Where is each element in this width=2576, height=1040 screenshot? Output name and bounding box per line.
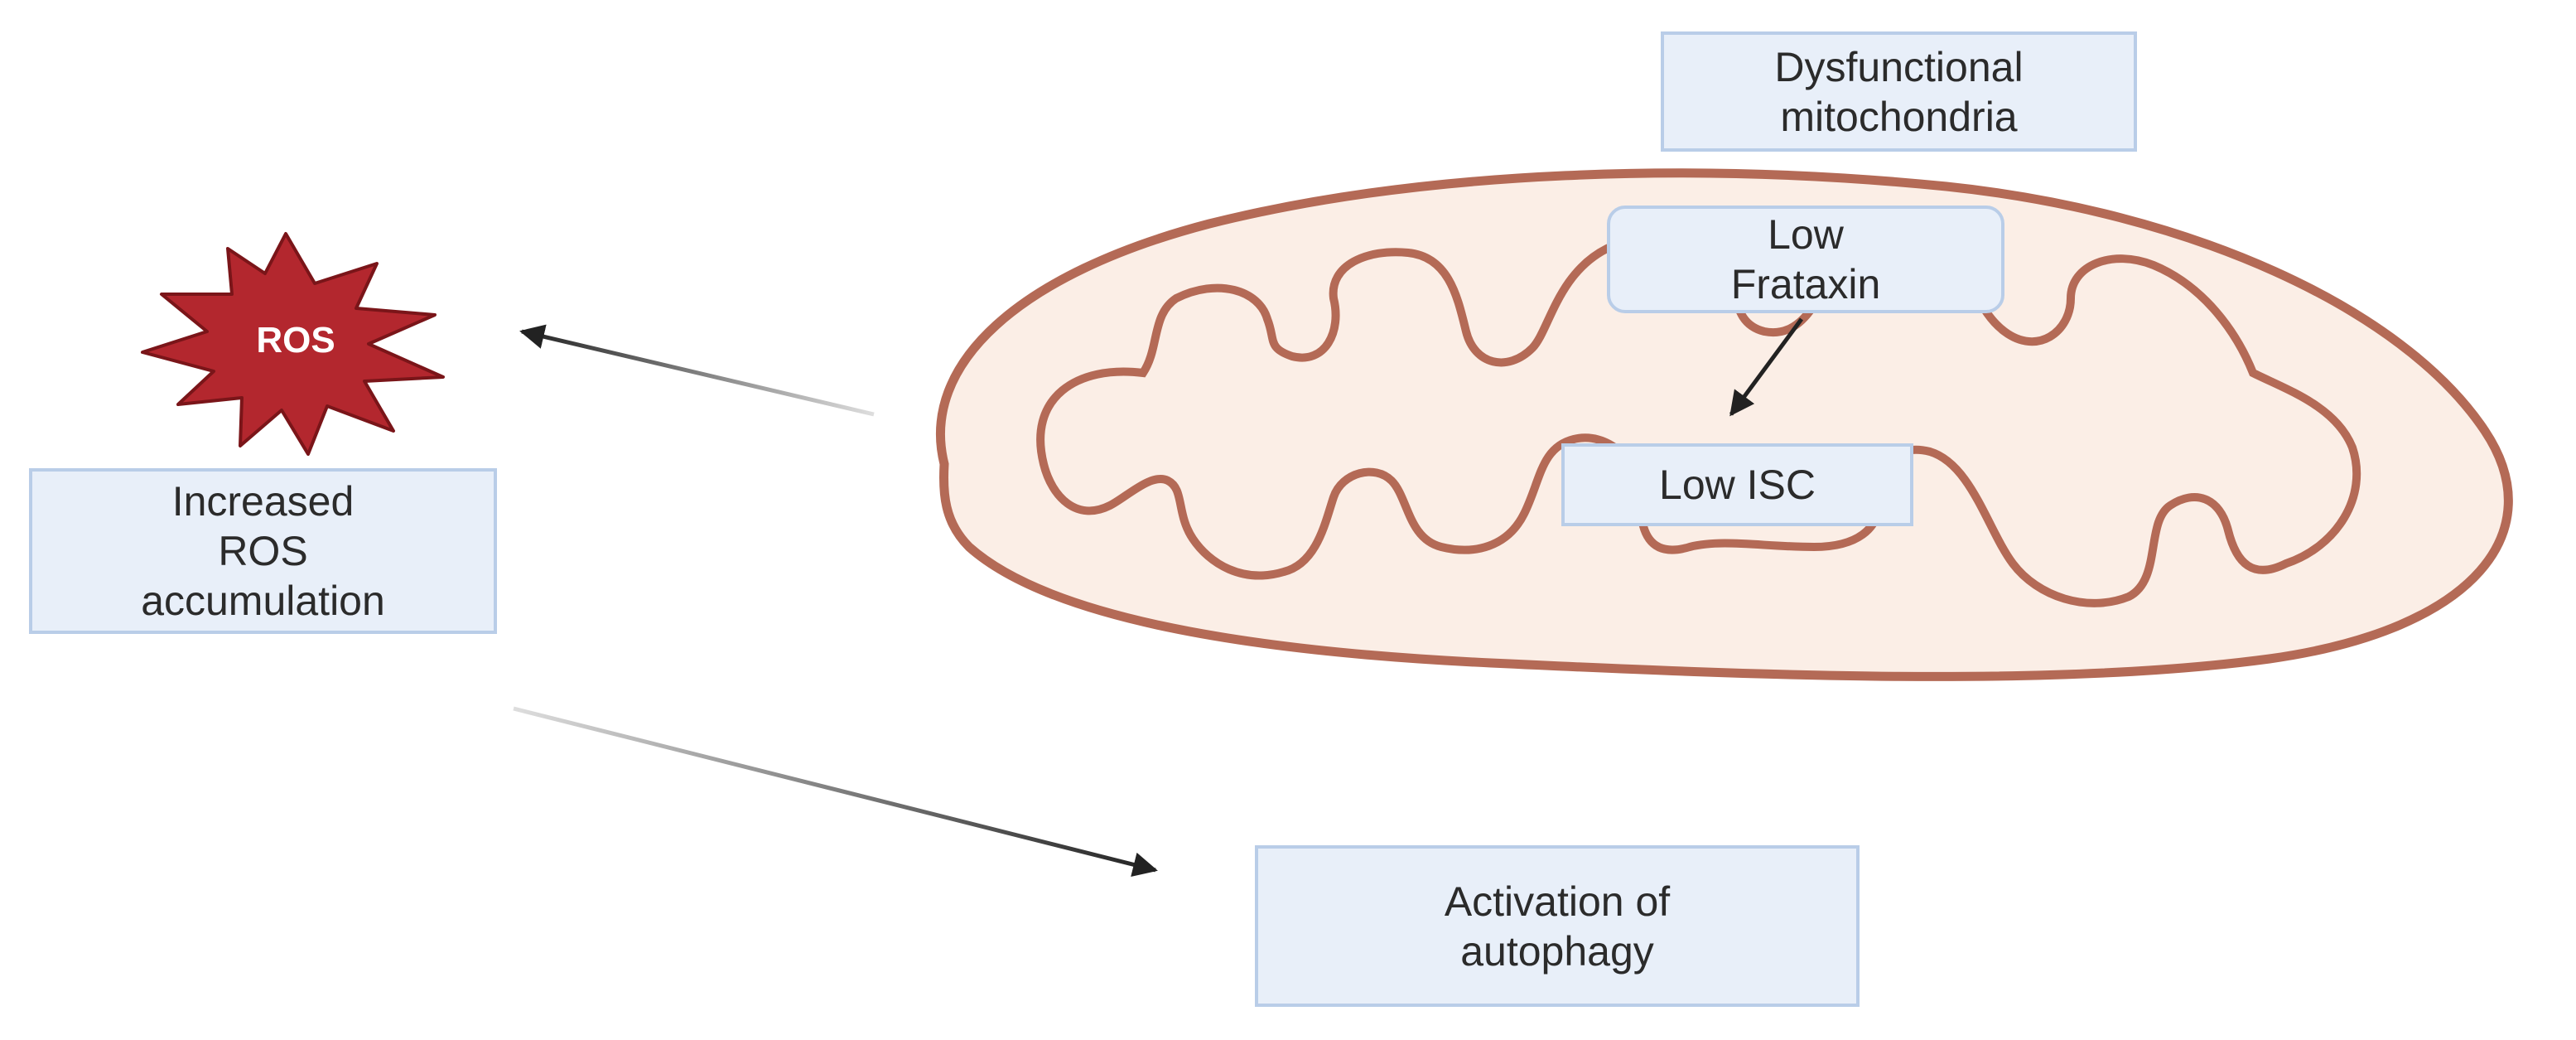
mitochondrion [936, 168, 2513, 681]
ros-burst-shape [141, 232, 445, 456]
ros-burst-icon: ROS [141, 232, 445, 456]
low-isc-box: Low ISC [1561, 443, 1913, 526]
arrow-mito-to-ros [519, 324, 875, 417]
dysfunctional-mitochondria-box: Dysfunctional mitochondria [1661, 31, 2137, 152]
increased-ros-box: Increased ROS accumulation [29, 468, 497, 634]
low-isc-label: Low ISC [1659, 462, 1816, 508]
autophagy-label: Activation of autophagy [1444, 878, 1671, 975]
ros-burst-label: ROS [256, 320, 335, 360]
mitochondrion-inner-membrane [1036, 223, 2361, 607]
autophagy-box: Activation of autophagy [1255, 845, 1860, 1007]
dysfunctional-mitochondria-label: Dysfunctional mitochondria [1774, 43, 2024, 140]
arrow-frataxin-to-isc [1729, 317, 1804, 417]
low-frataxin-box: Low Frataxin [1607, 206, 2004, 313]
low-frataxin-label: Low Frataxin [1730, 211, 1881, 307]
arrow-ros-to-autophagy [513, 706, 1158, 877]
increased-ros-label: Increased ROS accumulation [141, 478, 385, 624]
